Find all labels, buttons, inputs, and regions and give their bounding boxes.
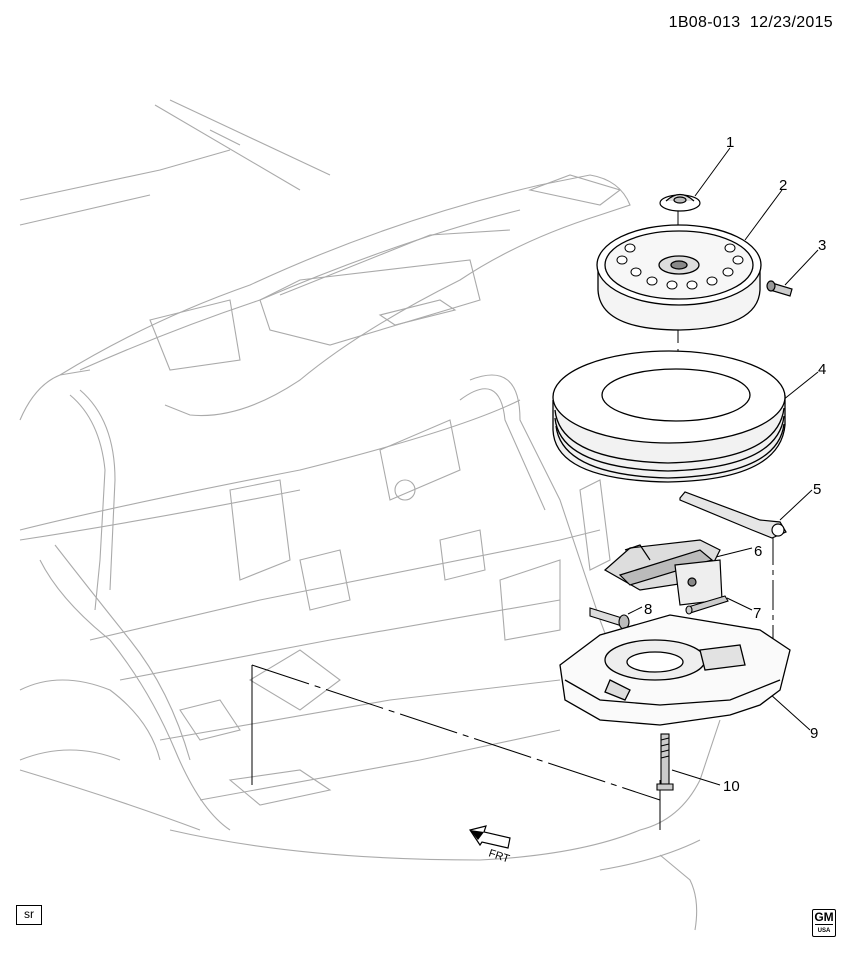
corner-badge: sr — [16, 905, 42, 925]
callout-4: 4 — [818, 361, 826, 378]
logo-subtext: USA — [815, 924, 833, 937]
callout-1: 1 — [726, 134, 734, 151]
callout-6: 6 — [754, 543, 762, 560]
callout-7: 7 — [753, 605, 761, 622]
callout-numbers: 1 2 3 4 5 6 7 8 9 10 — [644, 134, 826, 795]
part-9-storage-tray — [559, 614, 791, 726]
callout-5: 5 — [813, 481, 821, 498]
part-1-hold-down-nut — [659, 193, 701, 212]
front-direction-arrow: FRT — [469, 825, 511, 865]
part-4-spare-tire — [552, 350, 786, 483]
part-8-socket — [589, 607, 630, 630]
gm-logo: GM USA — [812, 909, 836, 937]
diagram-header: 1B08-013 12/23/2015 — [669, 14, 833, 32]
diagram-id: 1B08-013 — [668, 14, 741, 31]
front-direction-label: FRT — [487, 847, 511, 865]
part-5-jack-handle — [679, 491, 787, 539]
vehicle-body-outline — [19, 99, 721, 931]
callout-3: 3 — [818, 237, 826, 254]
part-6-jack — [603, 539, 723, 606]
diagram-date: 12/23/2015 — [749, 14, 833, 31]
callout-2: 2 — [779, 177, 787, 194]
part-2-spare-wheel — [596, 224, 762, 331]
callout-10: 10 — [723, 778, 740, 795]
callout-8: 8 — [644, 601, 652, 618]
logo-text: GM — [814, 910, 834, 924]
callout-9: 9 — [810, 725, 818, 742]
part-3-bolt — [766, 280, 793, 297]
part-7-pin — [685, 595, 729, 615]
part-10-stud — [656, 733, 674, 791]
